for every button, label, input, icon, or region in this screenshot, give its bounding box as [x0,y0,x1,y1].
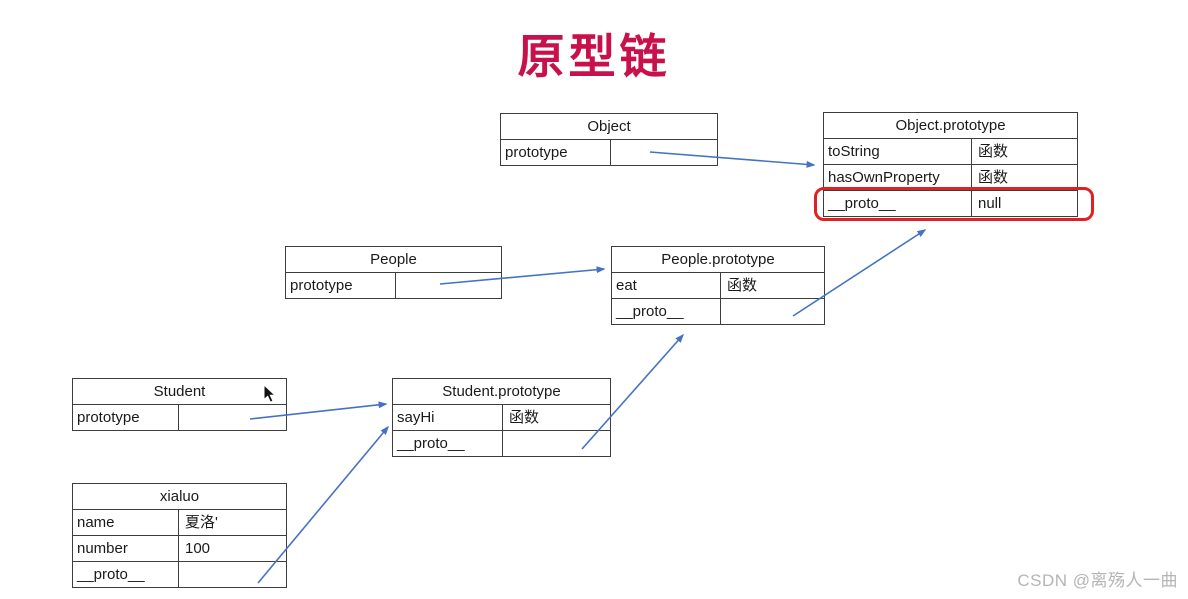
table-object-prototype: Object.prototype toString 函数 hasOwnPrope… [823,112,1078,217]
table-row: prototype [501,139,717,165]
cell-key: prototype [501,140,611,165]
table-row: __proto__ null [824,190,1077,216]
table-row: toString 函数 [824,138,1077,164]
cell-key: toString [824,139,972,164]
cell-key: __proto__ [73,562,179,587]
cell-value: 函数 [978,143,1009,160]
cell-key: __proto__ [612,299,721,324]
table-xialuo: xialuo name 夏洛' number 100 __proto__ [72,483,287,588]
cell-value [503,431,610,456]
table-row: eat 函数 [612,272,824,298]
cell-key: name [73,510,179,535]
table-student-prototype-title: Student.prototype [442,383,561,400]
cell-value [179,405,286,430]
table-row: __proto__ [612,298,824,324]
page-title: 原型链 [517,30,671,83]
table-object-title: Object [587,118,631,135]
table-xialuo-title: xialuo [159,488,200,505]
table-row: prototype [286,272,501,298]
cell-key: number [73,536,179,561]
table-row: __proto__ [393,430,610,456]
cell-value [721,299,824,324]
cell-value: null [978,195,1002,212]
cell-value: 100 [185,540,211,557]
cell-value: 函数 [509,409,540,426]
cell-value [396,273,501,298]
table-people-title: People [370,251,417,268]
cell-value: 函数 [727,277,758,294]
table-student: Student prototype [72,378,287,431]
cell-key: eat [612,273,721,298]
csdn-watermark: CSDN @离殇人一曲 [1017,571,1178,590]
table-student-title: Student [153,383,206,400]
table-row: number 100 [73,535,286,561]
table-row: sayHi 函数 [393,404,610,430]
table-people: People prototype [285,246,502,299]
cell-key: prototype [286,273,396,298]
table-object: Object prototype [500,113,718,166]
cell-value [611,140,717,165]
cell-key: __proto__ [393,431,503,456]
cell-key: prototype [73,405,179,430]
cell-value [179,562,286,587]
table-object-prototype-title: Object.prototype [895,117,1006,134]
cell-value: 函数 [978,169,1009,186]
table-people-prototype-title: People.prototype [661,251,775,268]
table-people-prototype: People.prototype eat 函数 __proto__ [611,246,825,325]
cell-key: __proto__ [824,191,972,216]
cell-key: sayHi [393,405,503,430]
table-row: prototype [73,404,286,430]
table-row: hasOwnProperty 函数 [824,164,1077,190]
cell-value: 夏洛' [185,514,218,531]
table-student-prototype: Student.prototype sayHi 函数 __proto__ [392,378,611,457]
table-row: __proto__ [73,561,286,587]
table-row: name 夏洛' [73,509,286,535]
cell-key: hasOwnProperty [824,165,972,190]
